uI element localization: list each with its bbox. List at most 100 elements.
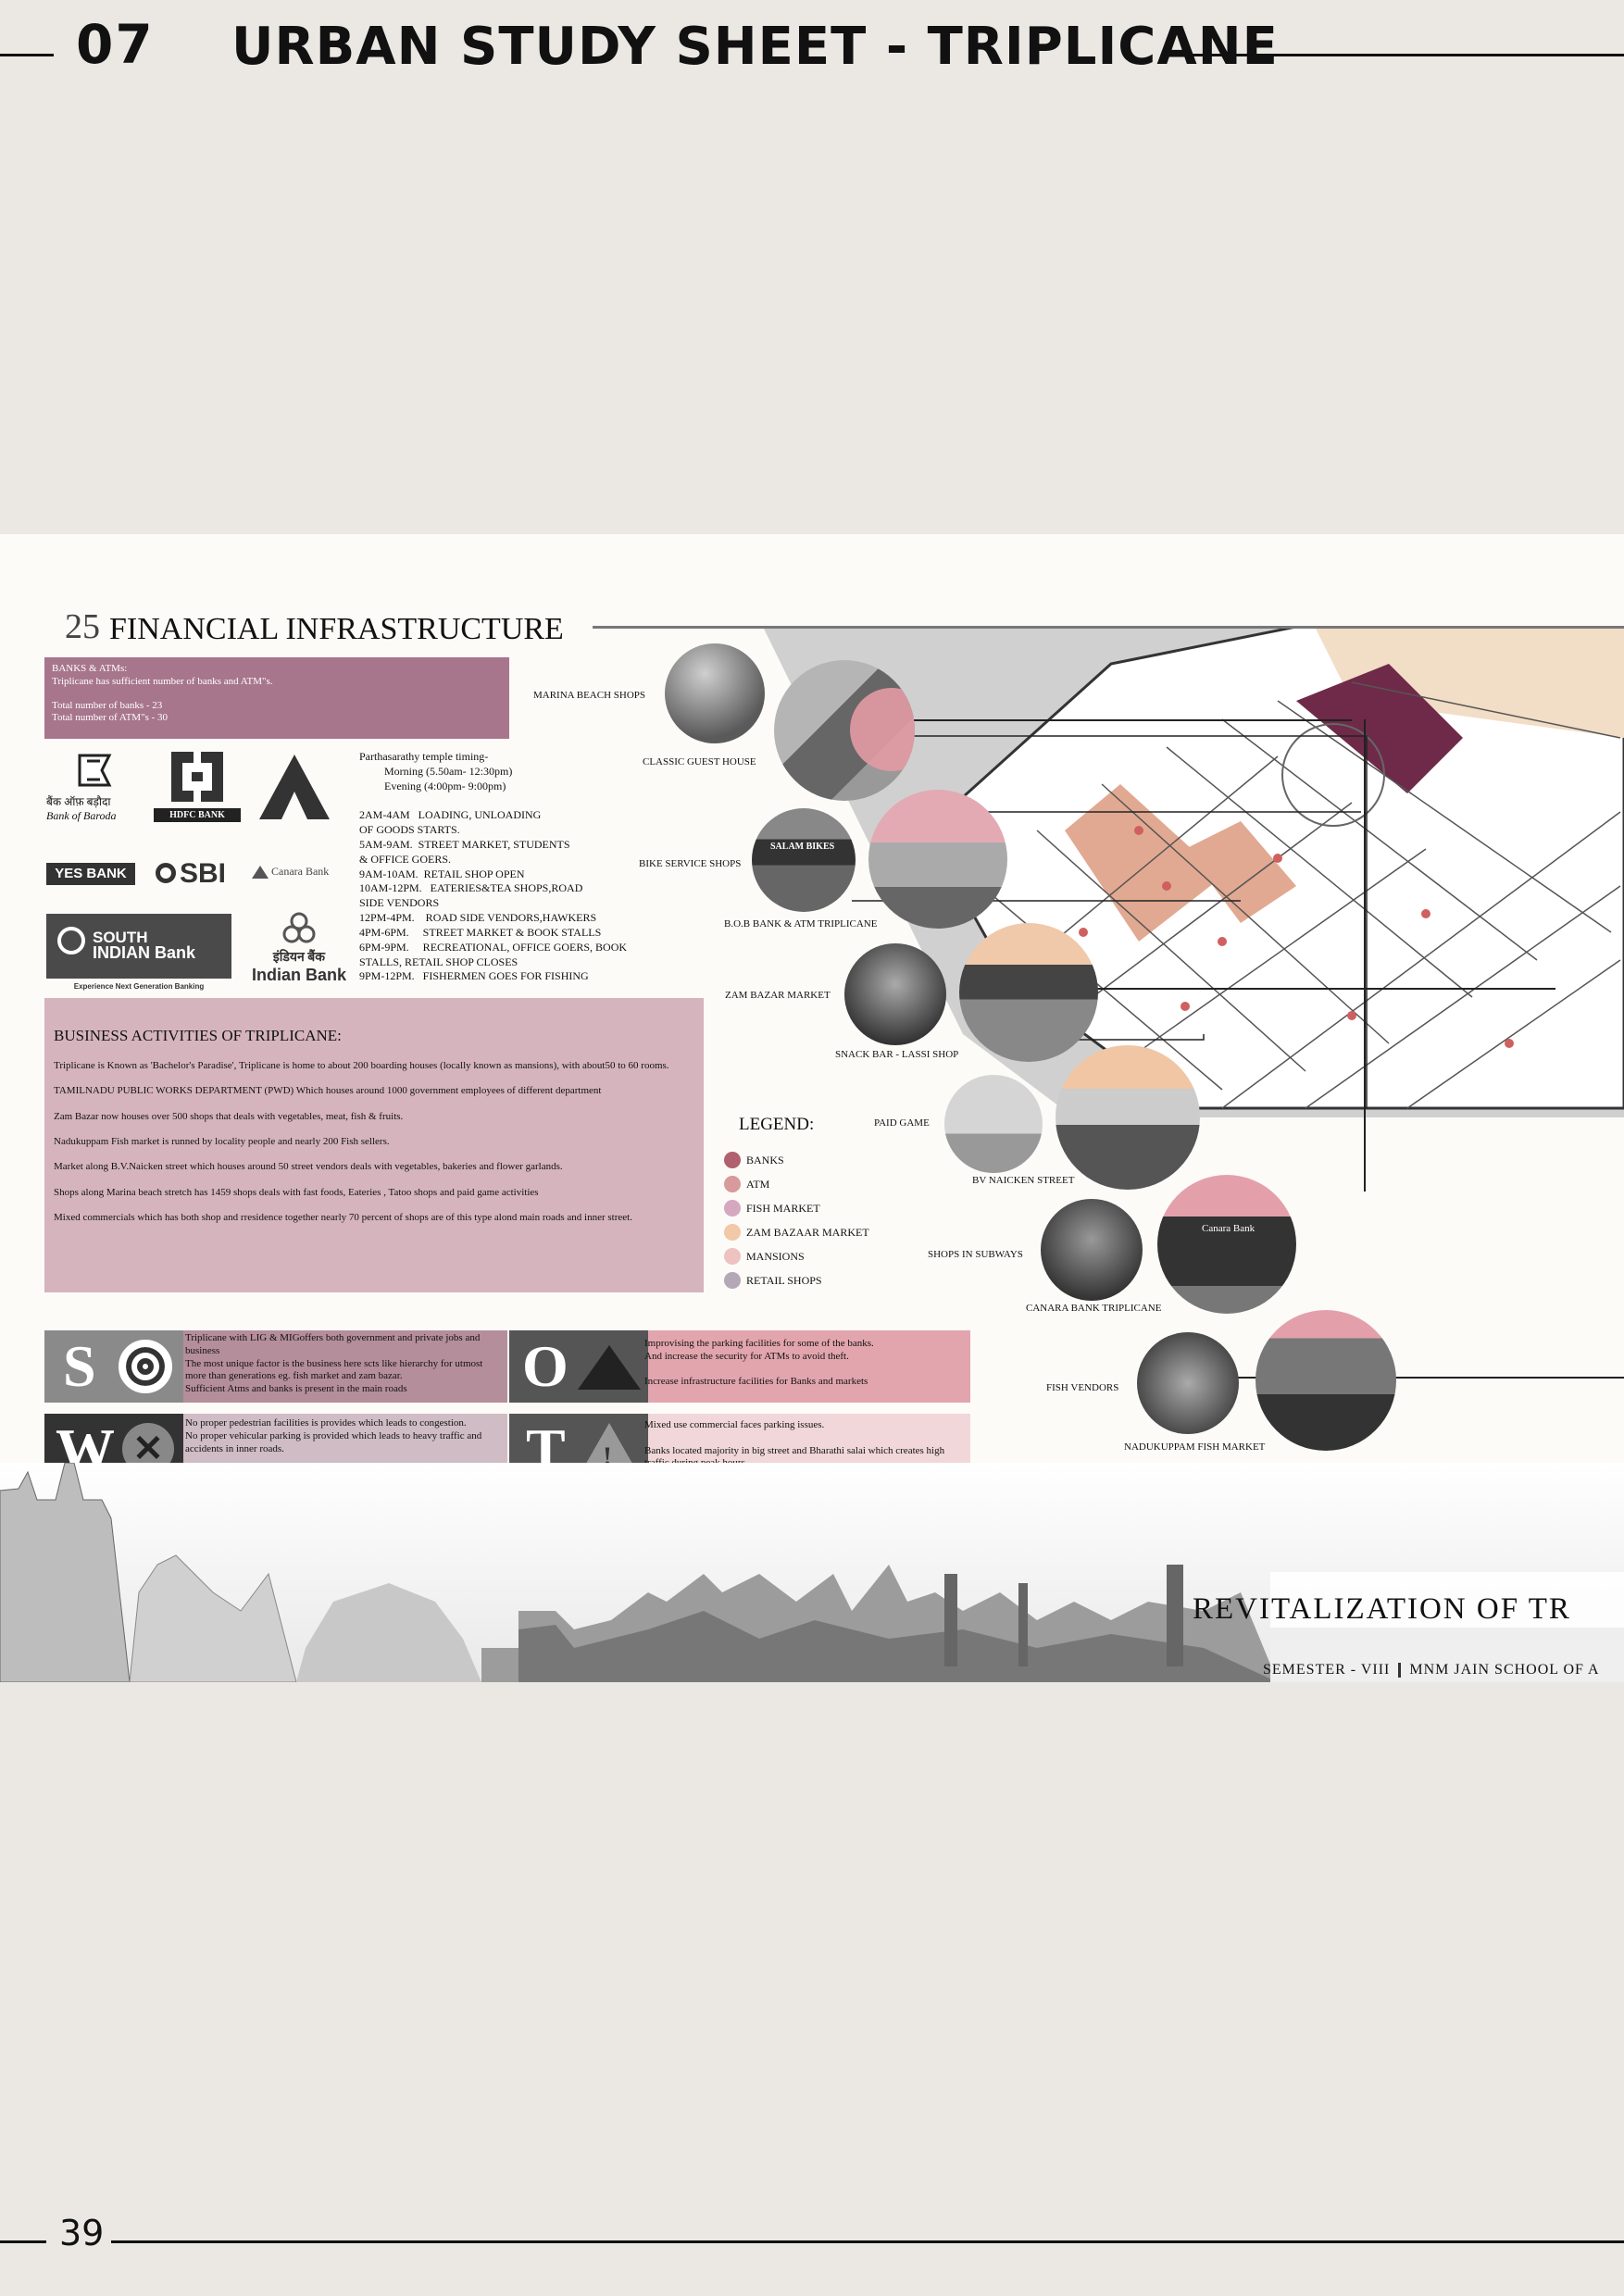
sib-tagline: Experience Next Generation Banking	[73, 982, 205, 991]
label-marina: MARINA BEACH SHOPS	[533, 690, 646, 701]
bike-shop-sign: SALAM BIKES	[770, 842, 835, 852]
sheet-title: URBAN STUDY SHEET - TRIPLICANE	[231, 17, 1279, 77]
sbi-mark-icon	[156, 863, 176, 884]
legend-swatch-icon	[724, 1248, 741, 1265]
business-point: TAMILNADU PUBLIC WORKS DEPARTMENT (PWD) …	[54, 1085, 602, 1097]
label-fish-vendors: FISH VENDORS	[1046, 1382, 1119, 1393]
photo-nadukuppam-fish-market	[1255, 1310, 1396, 1451]
legend-label: ATM	[746, 1178, 770, 1191]
legend-swatch-icon	[724, 1224, 741, 1241]
map-frame-line	[1204, 1377, 1624, 1379]
swot-t-text: Mixed use commercial faces parking issue…	[644, 1419, 945, 1468]
section-number: 25	[65, 607, 100, 646]
photo-bv-naicken-street	[1056, 1045, 1200, 1190]
business-point: Market along B.V.Naicken street which ho…	[54, 1161, 563, 1173]
banks-line: Triplicane has sufficient number of bank…	[52, 675, 273, 687]
label-guest-house: CLASSIC GUEST HOUSE	[643, 756, 756, 767]
legend-swatch-icon	[724, 1152, 741, 1168]
photo-canara-bank: Canara Bank	[1157, 1175, 1296, 1314]
photo-bob-bank	[868, 790, 1007, 929]
map-frame-line	[1063, 988, 1555, 990]
activity-timings: Parthasarathy temple timing- Morning (5.…	[359, 750, 628, 983]
business-title: BUSINESS ACTIVITIES OF TRIPLICANE:	[54, 1027, 342, 1044]
map-frame-line	[889, 719, 1352, 721]
legend-swatch-icon	[724, 1176, 741, 1192]
business-point: Mixed commercials which has both shop an…	[54, 1211, 632, 1223]
swot-s-letter: S	[63, 1333, 96, 1399]
section-rule	[593, 626, 1624, 629]
canara-mark-icon	[252, 866, 269, 880]
page-rule-right	[111, 2240, 1624, 2243]
semester-school-line: SEMESTER - VIII MNM JAIN SCHOOL OF A	[1263, 1662, 1600, 1678]
hdfc-name: HDFC BANK	[154, 808, 241, 822]
footer-divider	[1398, 1663, 1402, 1678]
sib-mark-icon	[57, 927, 85, 955]
sbi-logo: SBI	[156, 858, 226, 890]
photo-marina-beach-shops	[665, 643, 765, 743]
swot-w-text: No proper pedestrian facilities is provi…	[185, 1417, 482, 1454]
label-bob-bank: B.O.B BANK & ATM TRIPLICANE	[724, 918, 878, 930]
city-skyline-illustration	[0, 1463, 1624, 1682]
map-frame-line	[1364, 719, 1366, 1192]
business-point: Shops along Marina beach stretch has 145…	[54, 1186, 539, 1198]
sib-line1: SOUTH	[93, 929, 148, 946]
school-name: MNM JAIN SCHOOL OF A	[1409, 1662, 1600, 1678]
canara-name: Canara Bank	[271, 865, 330, 878]
photo-bike-service-shops: SALAM BIKES	[752, 808, 856, 912]
sbi-name: SBI	[180, 858, 227, 889]
photo-snack-bar	[959, 923, 1098, 1062]
label-bv-naicken: BV NAICKEN STREET	[972, 1175, 1075, 1186]
yes-bank-name: YES BANK	[55, 866, 127, 881]
baroda-mark-icon	[78, 754, 112, 787]
hdfc-mark-icon	[171, 752, 223, 802]
study-board: 25 FINANCIAL INFRASTRUCTURE BANKS & ATMs…	[0, 534, 1624, 1682]
sheet-number: 07	[76, 13, 155, 76]
legend-title: LEGEND:	[739, 1115, 815, 1134]
legend-label: FISH MARKET	[746, 1202, 820, 1215]
photo-zam-bazar-market	[844, 943, 946, 1045]
photo-classic-guest-house	[774, 660, 915, 801]
legend-swatch-icon	[724, 1272, 741, 1289]
label-zam-bazar: ZAM BAZAR MARKET	[725, 990, 831, 1001]
business-activities-box: BUSINESS ACTIVITIES OF TRIPLICANE: Tripl…	[44, 998, 704, 1292]
baroda-name: Bank of Baroda	[46, 809, 117, 822]
total-atms: Total number of ATM"s - 30	[52, 712, 169, 724]
semester-label: SEMESTER - VIII	[1263, 1662, 1391, 1678]
swot-o-badge: O	[509, 1330, 648, 1403]
canara-bank-logo: Canara Bank	[252, 865, 330, 880]
indian-bank-name: Indian Bank	[251, 966, 346, 984]
axis-bank-logo	[259, 755, 330, 819]
label-paid-game: PAID GAME	[874, 1117, 930, 1129]
header-rule-right	[1168, 54, 1624, 56]
swot-opportunities: O Improvising the parking facilities for…	[509, 1330, 970, 1403]
indian-bank-logo: इंडियन बैंक Indian Bank	[248, 912, 350, 985]
swot-o-text: Improvising the parking facilities for s…	[644, 1338, 874, 1388]
south-indian-bank-logo: SOUTH INDIAN Bank Experience Next Genera…	[46, 914, 231, 991]
label-canara-bank: CANARA BANK TRIPLICANE	[1026, 1303, 1162, 1314]
business-point: Zam Bazar now houses over 500 shops that…	[54, 1110, 404, 1122]
legend-label: RETAIL SHOPS	[746, 1274, 822, 1287]
label-nadukuppam: NADUKUPPAM FISH MARKET	[1124, 1441, 1266, 1453]
warning-mark-icon: !	[603, 1441, 612, 1472]
header-rule-left	[0, 54, 54, 56]
photo-shops-in-subways	[1041, 1199, 1143, 1301]
swot-o-letter: O	[522, 1333, 568, 1399]
section-title: FINANCIAL INFRASTRUCTURE	[109, 612, 564, 646]
page-rule-left	[0, 2240, 46, 2243]
photo-paid-game	[944, 1075, 1043, 1173]
swot-s-text: Triplicane with LIG & MIGoffers both gov…	[185, 1332, 483, 1394]
legend-swatch-icon	[724, 1200, 741, 1217]
canara-sign: Canara Bank	[1202, 1223, 1255, 1234]
label-subways: SHOPS IN SUBWAYS	[928, 1249, 1023, 1260]
sib-line2: INDIAN Bank	[93, 943, 196, 962]
banks-heading: BANKS & ATMs:	[52, 663, 128, 674]
hdfc-logo: HDFC BANK	[154, 750, 241, 822]
swot-s-badge: S	[44, 1330, 183, 1403]
photo-fish-vendors	[1137, 1332, 1239, 1434]
page-number: 39	[59, 2213, 105, 2253]
legend-label: ZAM BAZAAR MARKET	[746, 1226, 869, 1239]
bank-of-baroda-logo: बैंक ऑफ़ बड़ौदा Bank of Baroda	[46, 752, 148, 823]
label-snack-bar: SNACK BAR - LASSI SHOP	[835, 1049, 959, 1060]
label-bike-shops: BIKE SERVICE SHOPS	[639, 858, 742, 869]
baroda-hindi: बैंक ऑफ़ बड़ौदा	[46, 795, 111, 808]
